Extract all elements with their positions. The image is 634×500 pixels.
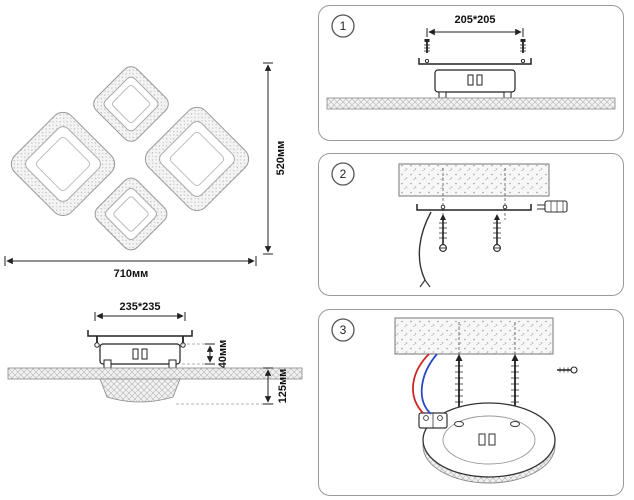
ceiling-block [394,317,554,355]
height-dimension: 520мм [263,62,287,255]
step-1-panel: 1 205*205 [318,5,624,141]
step-3-badge: 3 [331,318,355,342]
mounting-bracket [416,204,532,211]
step-3-panel: 3 [318,309,624,496]
supply-wires [412,353,438,415]
canopy-screw-hole-right [510,421,520,427]
step-2-diagram: 2 [331,162,568,288]
diamond-panel-medium-top [93,66,169,142]
diamond-panel-large-left [10,111,116,217]
step-2-number: 2 [340,167,347,181]
step-2-badge: 2 [331,162,355,186]
side-screw [557,366,578,374]
mounting-bracket [418,58,532,65]
red-wire [412,353,430,414]
step-2-panel: 2 [318,153,624,296]
canopy-height-dimension: 40мм [182,340,229,369]
blue-wire [420,353,438,415]
chandelier-side-view: 235*235 [7,301,303,405]
total-height-label: 125мм [277,369,289,404]
anchor-screw-right [493,214,501,252]
hanging-supply-wire [418,211,432,288]
anchor-screw-left [439,214,447,252]
bracket-screws [424,39,526,53]
terminal-block [418,412,448,429]
total-height-dimension: 125мм [176,367,302,405]
height-dimension-label: 520мм [275,141,287,176]
dimension-drawings: 710мм 520мм 235*235 [4,62,303,405]
step-1-badge: 1 [331,14,355,38]
step-1-diagram: 1 205*205 [326,14,616,110]
bracket-dimension-label: 205*205 [455,14,496,26]
ceiling-block [398,163,550,197]
step-1-number: 1 [340,19,347,33]
canopy-side [99,343,181,369]
screw-hole-guides [458,322,516,362]
diamond-panel-medium-bottom [94,177,168,251]
plate-dimension: 235*235 [94,301,186,321]
step-3-diagram: 3 [331,317,578,484]
canopy-screw-hole-left [454,421,464,427]
bottom-diffuser-side [99,378,181,403]
drill-hole-guides [442,168,506,220]
bracket-dimension: 205*205 [426,14,524,37]
plate-dimension-label: 235*235 [120,301,161,313]
canopy [434,69,516,99]
canopy-height-label: 40мм [217,340,229,369]
width-dimension-label: 710мм [114,268,149,280]
canopy-base [422,402,556,484]
chandelier-top-view: 710мм 520мм [4,62,287,280]
led-arms-side [7,367,303,403]
wire-connector [537,200,568,213]
width-dimension: 710мм [4,256,257,280]
step-3-number: 3 [340,323,347,337]
diamond-panel-large-right [144,106,250,212]
fixture-body [326,97,616,110]
